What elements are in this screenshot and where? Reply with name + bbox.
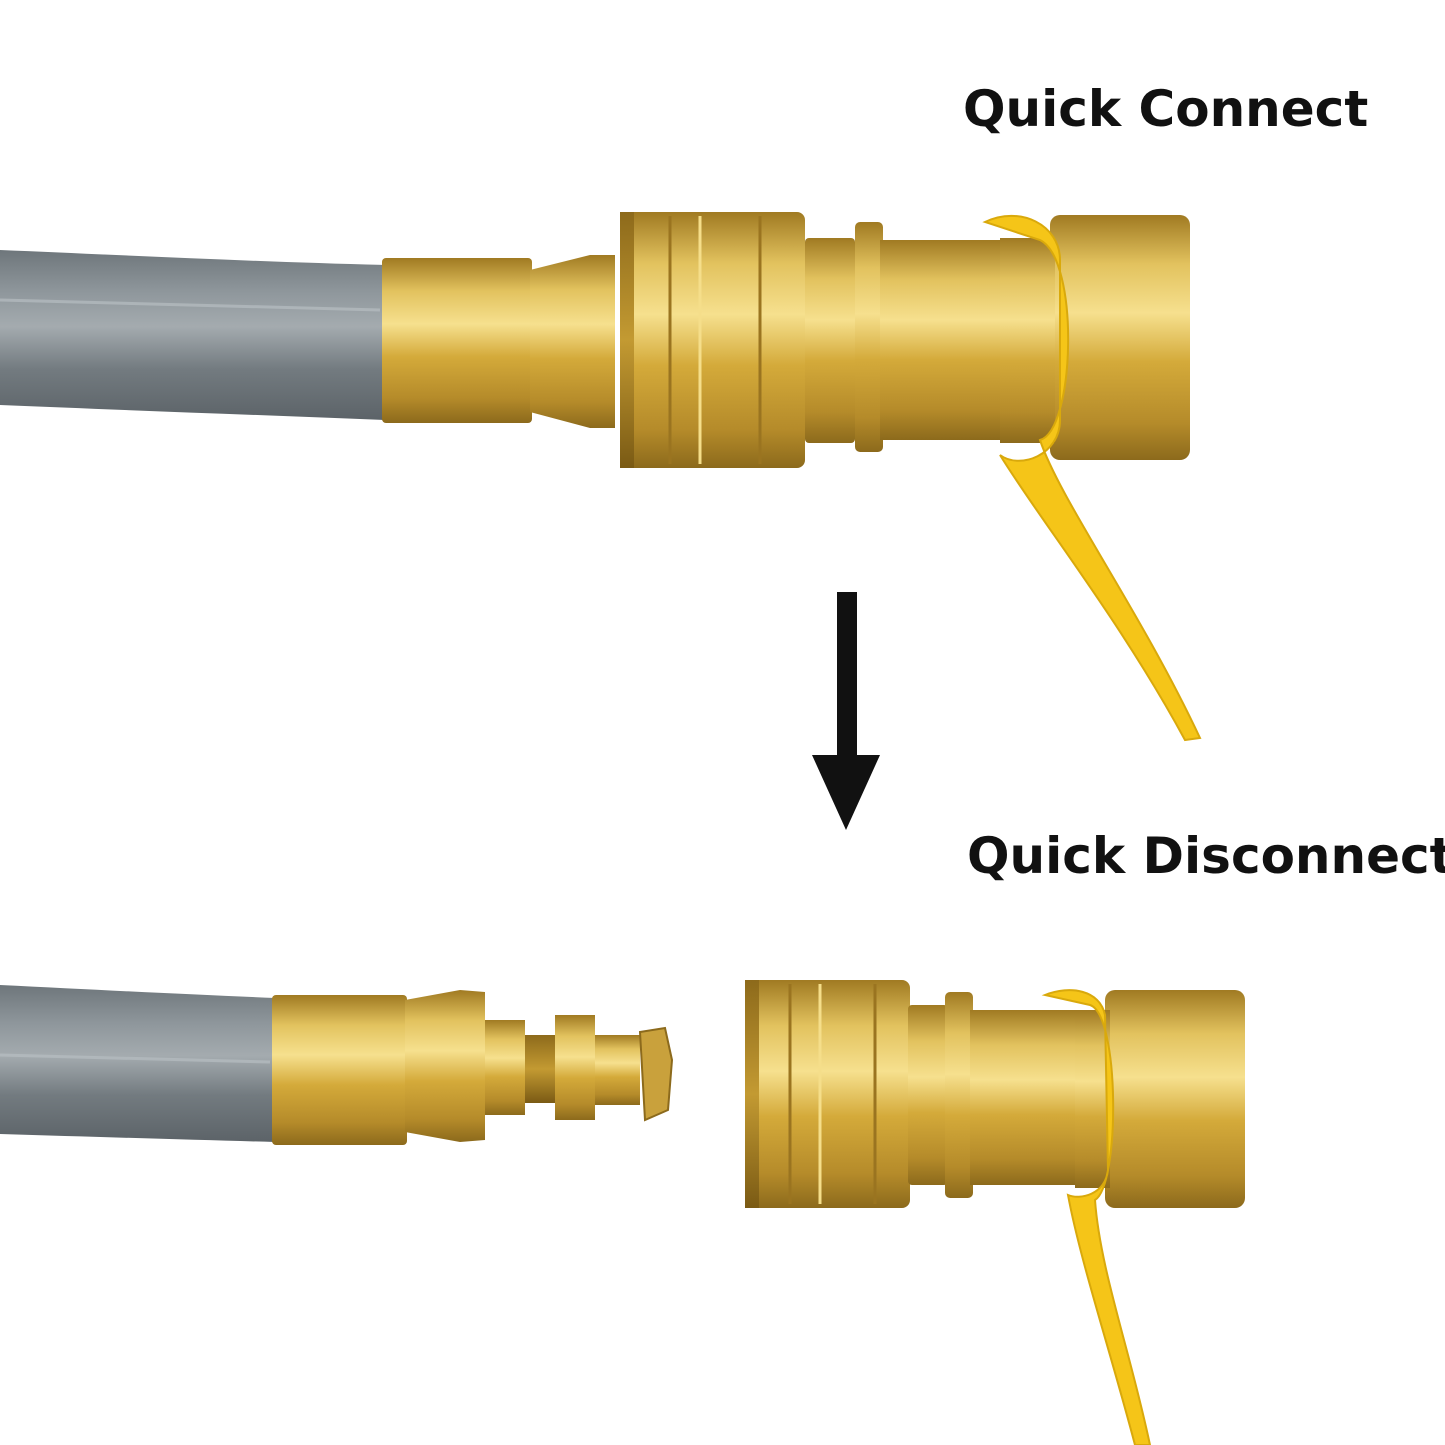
bottom-plug [485, 1015, 674, 1122]
top-socket-sleeve [620, 212, 805, 468]
arrow-down-icon [812, 592, 880, 830]
disconnected-assembly [0, 980, 1245, 1445]
connected-assembly [0, 212, 1202, 742]
top-hose [0, 250, 385, 420]
bottom-yellow-strap [1041, 989, 1152, 1445]
bottom-hose [0, 985, 275, 1142]
quick-disconnect-label: Quick Disconnect [967, 827, 1445, 885]
quick-connect-label: Quick Connect [963, 80, 1369, 138]
bottom-hose-fitting [272, 995, 407, 1145]
bottom-socket-sleeve [745, 980, 910, 1208]
top-end-fitting [1050, 215, 1190, 460]
top-hose-fitting [382, 258, 532, 423]
top-yellow-strap [982, 214, 1202, 742]
bottom-end-fitting [1105, 990, 1245, 1208]
